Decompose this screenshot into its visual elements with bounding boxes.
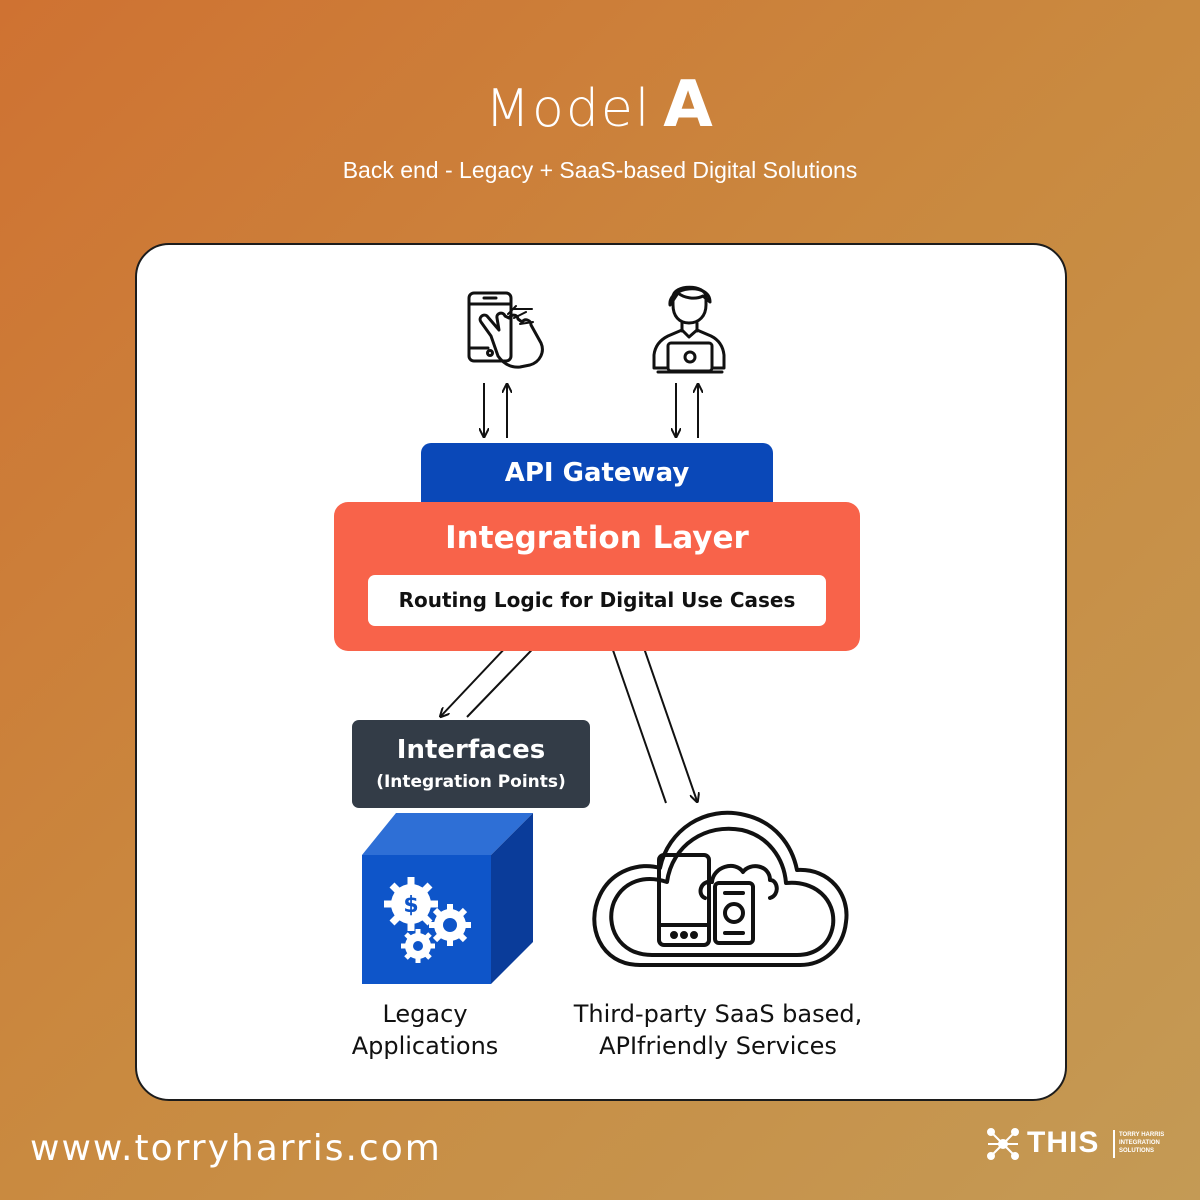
brand-tagline-line: INTEGRATION [1119,1140,1160,1146]
interfaces-box: Interfaces (Integration Points) [352,720,590,808]
saas-label-line: APIfriendly Services [599,1032,837,1060]
api-gateway-box: API Gateway [421,443,773,507]
brand-tagline-line: SOLUTIONS [1119,1148,1155,1154]
brand-tagline: TORRY HARRIS INTEGRATION SOLUTIONS [1119,1131,1169,1155]
website-link[interactable]: www.torryharris.com [30,1128,442,1169]
mobile-touch-icon [467,291,544,369]
interfaces-subtitle: (Integration Points) [376,772,566,792]
brand-logo: THIS TORRY HARRIS INTEGRATION SOLUTIONS [985,1126,1165,1162]
user-laptop-icon [652,285,726,374]
saas-label-line: Third-party SaaS based, [573,1000,863,1028]
legacy-label-line: Legacy [382,1000,468,1028]
svg-text:$: $ [403,893,418,918]
integration-layer-box: Integration Layer Routing Logic for Digi… [334,502,860,651]
legacy-applications-label: Legacy Applications [320,998,530,1062]
brand-logo-icon [987,1128,1019,1160]
brand-tagline-line: TORRY HARRIS [1119,1132,1165,1138]
brand-divider [1113,1130,1115,1158]
interfaces-title: Interfaces [396,735,546,765]
arrows-integration-cloud [606,628,697,803]
legacy-cube-gears-icon: $ [362,813,533,984]
title-word: Model [485,79,652,139]
saas-services-label: Third-party SaaS based, APIfriendly Serv… [540,998,896,1062]
integration-layer-title: Integration Layer [445,520,749,556]
diagram-panel [135,243,1067,1101]
brand-name: THIS [1027,1126,1100,1159]
arrows-user-gateway [676,383,698,438]
page-subtitle: Back end - Legacy + SaaS-based Digital S… [342,157,858,183]
routing-logic-box: Routing Logic for Digital Use Cases [368,575,826,626]
cloud-devices-icon [592,810,849,967]
title-letter: A [663,68,715,142]
arrows-mobile-gateway [484,383,507,438]
legacy-label-line: Applications [351,1032,499,1060]
